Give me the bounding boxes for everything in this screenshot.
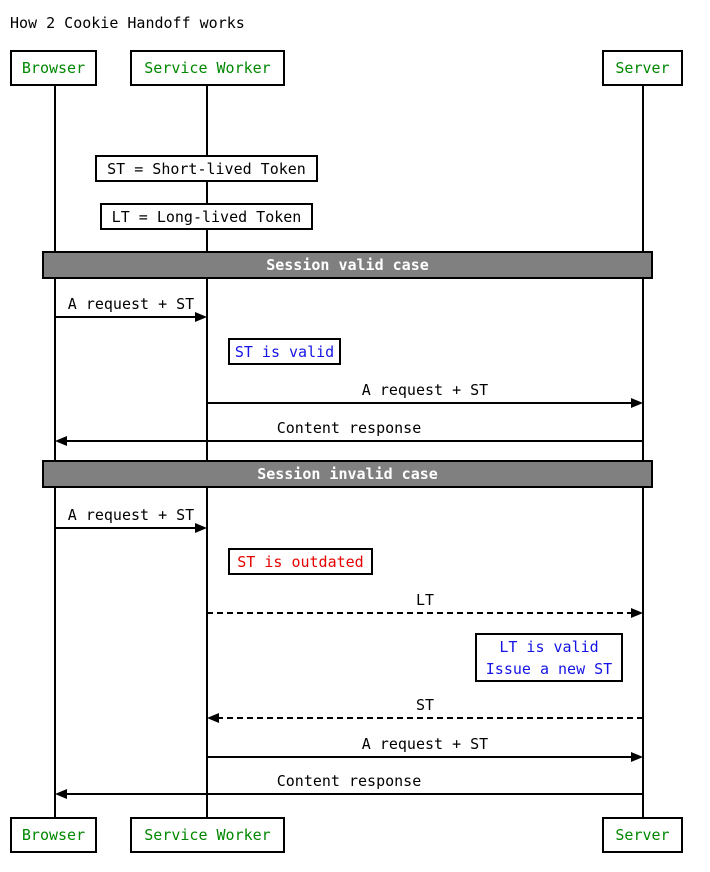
message-line [207,756,633,758]
actor-browser-label: Browser [21,826,86,844]
divider-session-invalid-label: Session invalid case [257,465,438,483]
diagram-title: How 2 Cookie Handoff works [10,14,245,32]
message-line [207,402,633,404]
divider-session-invalid: Session invalid case [42,460,653,488]
actor-browser-bottom: Browser [10,817,97,853]
note-long-lived-token-text: LT = Long-lived Token [111,207,302,226]
message-label: A request + ST [67,295,195,313]
actor-service-worker-top: Service Worker [130,50,285,86]
arrowhead-right-icon [195,312,207,322]
divider-session-valid: Session valid case [42,251,653,279]
arrowhead-right-icon [631,608,643,618]
message-label: ST [415,696,435,714]
actor-browser-top: Browser [10,50,97,86]
note-short-lived-token: ST = Short-lived Token [95,155,318,182]
message-label: A request + ST [361,735,489,753]
note-lt-is-valid: LT is valid Issue a new ST [475,633,623,682]
note-st-is-outdated-text: ST is outdated [237,552,364,571]
message-label: A request + ST [67,506,195,524]
message-line [65,440,643,442]
message-line [65,793,643,795]
actor-browser-label: Browser [21,59,86,77]
lifeline-browser [54,85,56,818]
note-st-is-outdated: ST is outdated [228,548,373,575]
message-line [55,527,197,529]
arrowhead-right-icon [195,523,207,533]
actor-server-label: Server [615,59,670,77]
arrowhead-left-icon [207,713,219,723]
arrowhead-right-icon [631,398,643,408]
message-line-dashed [217,717,643,719]
divider-session-valid-label: Session valid case [266,256,429,274]
message-line-dashed [207,612,633,614]
arrowhead-right-icon [631,752,643,762]
note-st-is-valid: ST is valid [228,338,341,365]
actor-server-bottom: Server [602,817,683,853]
actor-service-worker-label: Service Worker [144,59,271,77]
note-lt-is-valid-line2: Issue a new ST [485,659,613,678]
message-label: LT [415,591,435,609]
note-lt-is-valid-line1: LT is valid [499,637,599,656]
arrowhead-left-icon [55,789,67,799]
note-st-is-valid-text: ST is valid [234,342,335,361]
arrowhead-left-icon [55,436,67,446]
actor-server-top: Server [602,50,683,86]
message-label: Content response [276,772,422,790]
actor-server-label: Server [615,826,670,844]
actor-service-worker-bottom: Service Worker [130,817,285,853]
message-line [55,316,197,318]
message-label: A request + ST [361,381,489,399]
note-short-lived-token-text: ST = Short-lived Token [107,159,306,178]
lifeline-service-worker [206,85,208,818]
lifeline-server [642,85,644,818]
note-long-lived-token: LT = Long-lived Token [100,203,313,230]
message-label: Content response [276,419,422,437]
actor-service-worker-label: Service Worker [144,826,271,844]
